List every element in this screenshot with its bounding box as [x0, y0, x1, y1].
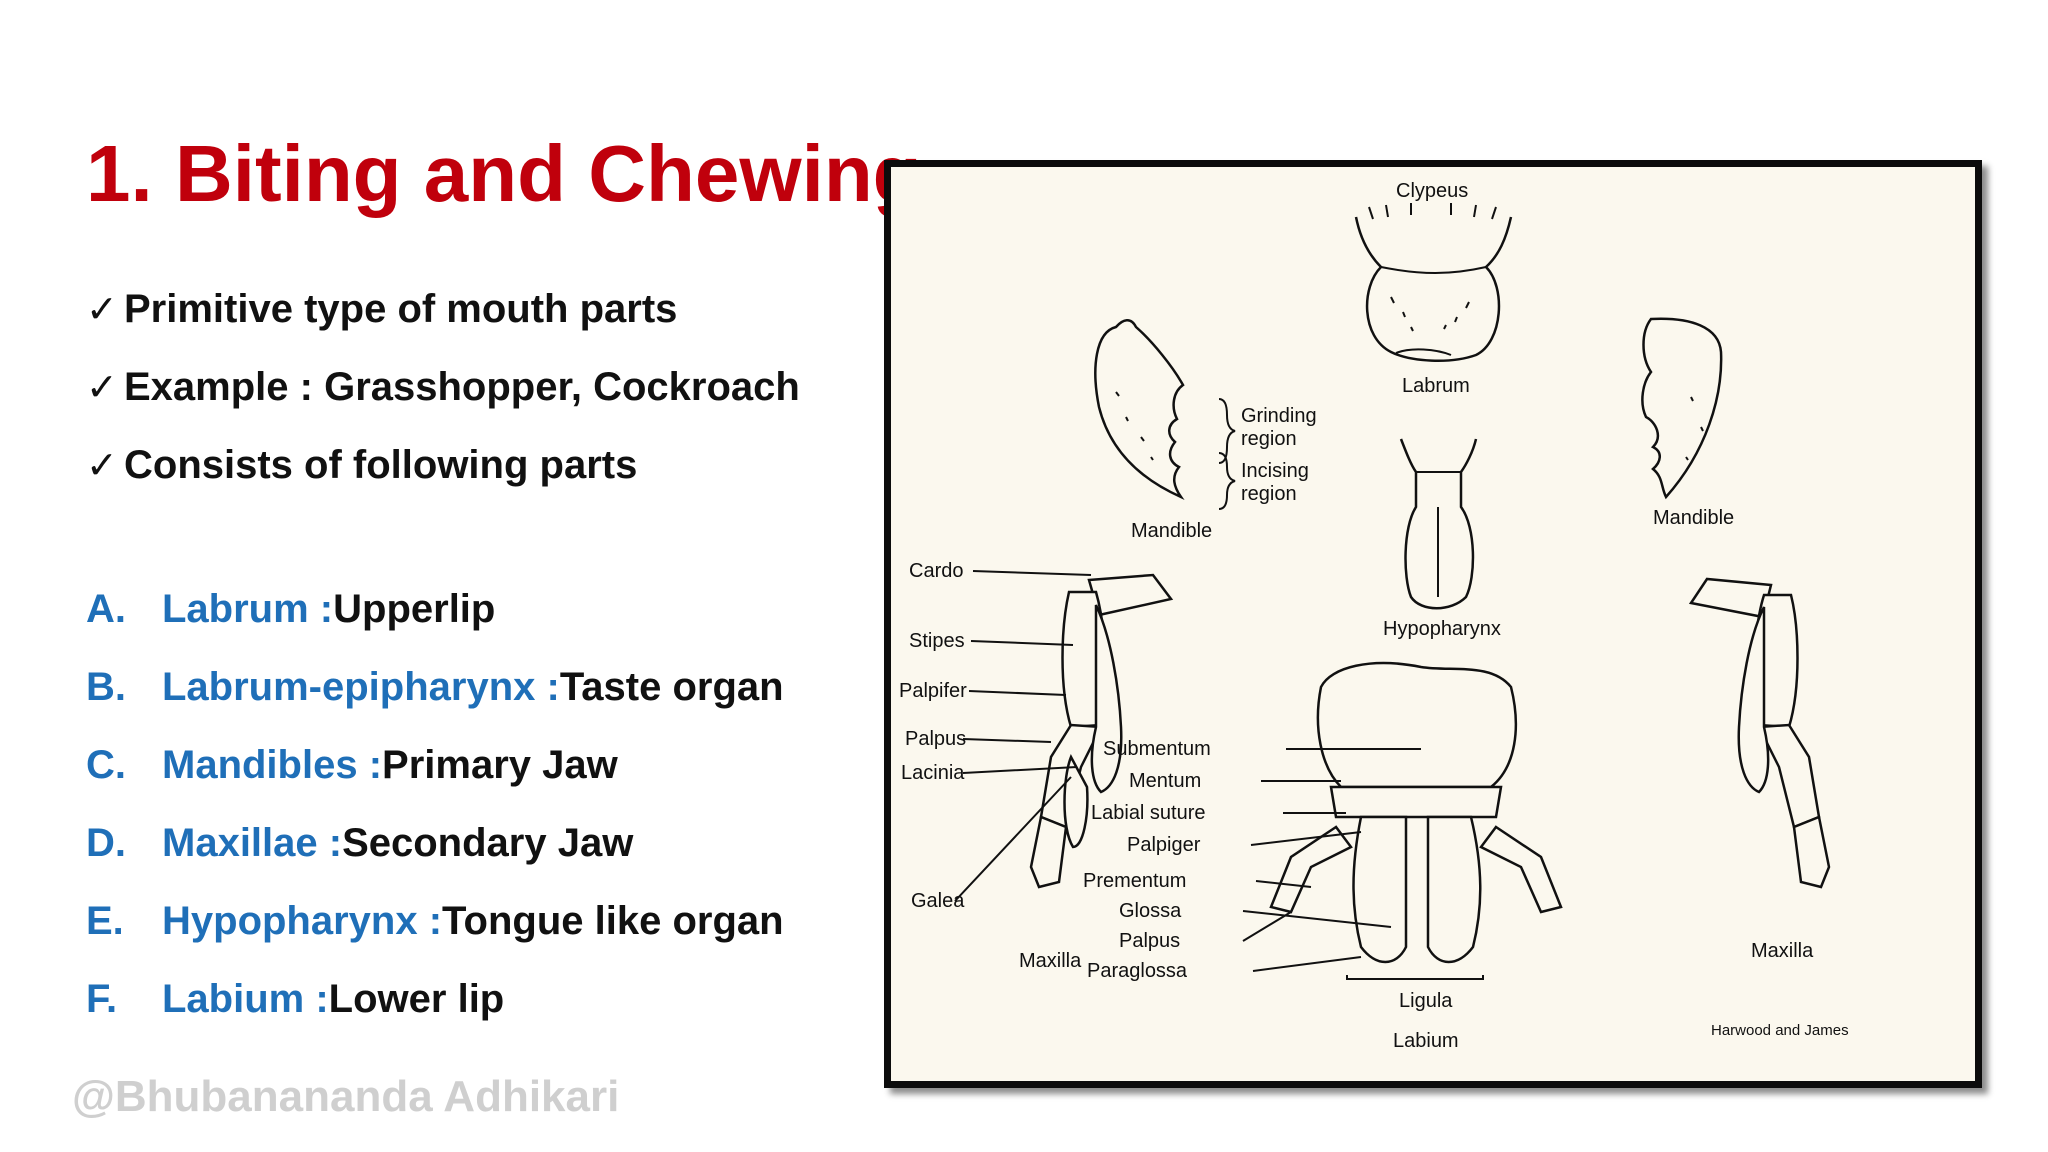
check-mark-icon: ✓ — [86, 366, 118, 409]
part-letter: A. — [86, 586, 126, 631]
part-letter: F. — [86, 976, 118, 1021]
label-incising-region: region — [1241, 483, 1297, 505]
labrum-drawing — [1354, 203, 1513, 362]
label-maxilla-left: Maxilla — [1019, 950, 1082, 972]
label-mentum: Mentum — [1129, 770, 1201, 792]
part-description: Tongue like organ — [442, 898, 784, 943]
label-grinding: Grinding — [1241, 405, 1317, 427]
part-description: Lower lip — [328, 976, 505, 1021]
check-mark-icon: ✓ — [86, 288, 118, 331]
label-mandible-right: Mandible — [1653, 507, 1734, 529]
label-glossa: Glossa — [1119, 900, 1182, 922]
part-description: Secondary Jaw — [342, 820, 634, 865]
label-credit: Harwood and James — [1711, 1022, 1849, 1039]
label-palpiger: Palpiger — [1127, 834, 1201, 856]
label-galea: Galea — [911, 890, 965, 912]
bullet-text: Primitive type of mouth parts — [124, 286, 678, 331]
label-labial-suture: Labial suture — [1091, 802, 1206, 824]
label-palpifer: Palpifer — [899, 680, 967, 702]
label-lacinia: Lacinia — [901, 762, 965, 784]
diagram-svg: Clypeus Labrum Grinding region Incising … — [899, 180, 1849, 1052]
label-ligula: Ligula — [1399, 990, 1453, 1012]
part-letter: E. — [86, 898, 124, 943]
part-name: Mandibles : — [162, 742, 383, 787]
label-palpus-labial: Palpus — [1119, 930, 1180, 952]
part-item: F. Labium : Lower lip — [86, 960, 784, 1038]
part-name: Labrum : — [162, 586, 334, 631]
label-mandible-left: Mandible — [1131, 520, 1212, 542]
part-item: A. Labrum : Upperlip — [86, 570, 784, 648]
part-item: B. Labrum-epipharynx : Taste organ — [86, 648, 784, 726]
label-prementum: Prementum — [1083, 870, 1186, 892]
label-grinding-region: region — [1241, 428, 1297, 450]
hypopharynx-drawing — [1399, 438, 1478, 610]
part-description: Primary Jaw — [382, 742, 618, 787]
label-clypeus: Clypeus — [1396, 180, 1468, 202]
label-stipes: Stipes — [909, 630, 965, 652]
label-labrum: Labrum — [1402, 375, 1470, 397]
incising-brace — [1218, 452, 1236, 510]
bullet-list: ✓ Primitive type of mouth parts ✓ Exampl… — [86, 270, 800, 504]
label-hypopharynx: Hypopharynx — [1383, 618, 1501, 640]
labium-drawing — [1269, 661, 1563, 980]
part-name: Labrum-epipharynx : — [162, 664, 560, 709]
right-maxilla-drawing — [1688, 577, 1831, 889]
part-letter: D. — [86, 820, 126, 865]
label-incising: Incising — [1241, 460, 1309, 482]
part-name: Labium : — [162, 976, 329, 1021]
bullet-item: ✓ Primitive type of mouth parts — [86, 270, 800, 348]
part-item: D. Maxillae : Secondary Jaw — [86, 804, 784, 882]
label-maxilla-right: Maxilla — [1751, 940, 1814, 962]
part-name: Maxillae : — [162, 820, 343, 865]
left-maxilla-drawing — [1029, 573, 1174, 889]
parts-list: A. Labrum : Upperlip B. Labrum-epipharyn… — [86, 570, 784, 1038]
label-cardo: Cardo — [909, 560, 963, 582]
bullet-text: Example : Grasshopper, Cockroach — [124, 364, 800, 409]
check-mark-icon: ✓ — [86, 444, 118, 487]
part-letter: B. — [86, 664, 126, 709]
left-mandible-drawing — [1094, 319, 1185, 500]
mouthparts-diagram: Clypeus Labrum Grinding region Incising … — [884, 160, 1982, 1088]
part-letter: C. — [86, 742, 126, 787]
label-labium: Labium — [1393, 1030, 1459, 1052]
maxilla-leader-lines — [954, 570, 1092, 902]
labium-leader-lines — [1242, 748, 1421, 972]
part-name: Hypopharynx : — [162, 898, 443, 943]
right-mandible-drawing — [1641, 317, 1723, 500]
label-submentum: Submentum — [1103, 738, 1211, 760]
part-item: E. Hypopharynx : Tongue like organ — [86, 882, 784, 960]
author-watermark: @Bhubanananda Adhikari — [72, 1072, 620, 1121]
bullet-item: ✓ Example : Grasshopper, Cockroach — [86, 348, 800, 426]
label-paraglossa: Paraglossa — [1087, 960, 1188, 982]
grinding-brace — [1218, 398, 1236, 464]
part-item: C. Mandibles : Primary Jaw — [86, 726, 784, 804]
bullet-item: ✓ Consists of following parts — [86, 426, 800, 504]
part-description: Taste organ — [559, 664, 784, 709]
part-description: Upperlip — [333, 586, 496, 631]
slide-title: 1. Biting and Chewing — [86, 129, 922, 218]
bullet-text: Consists of following parts — [124, 442, 638, 487]
label-palpus: Palpus — [905, 728, 966, 750]
